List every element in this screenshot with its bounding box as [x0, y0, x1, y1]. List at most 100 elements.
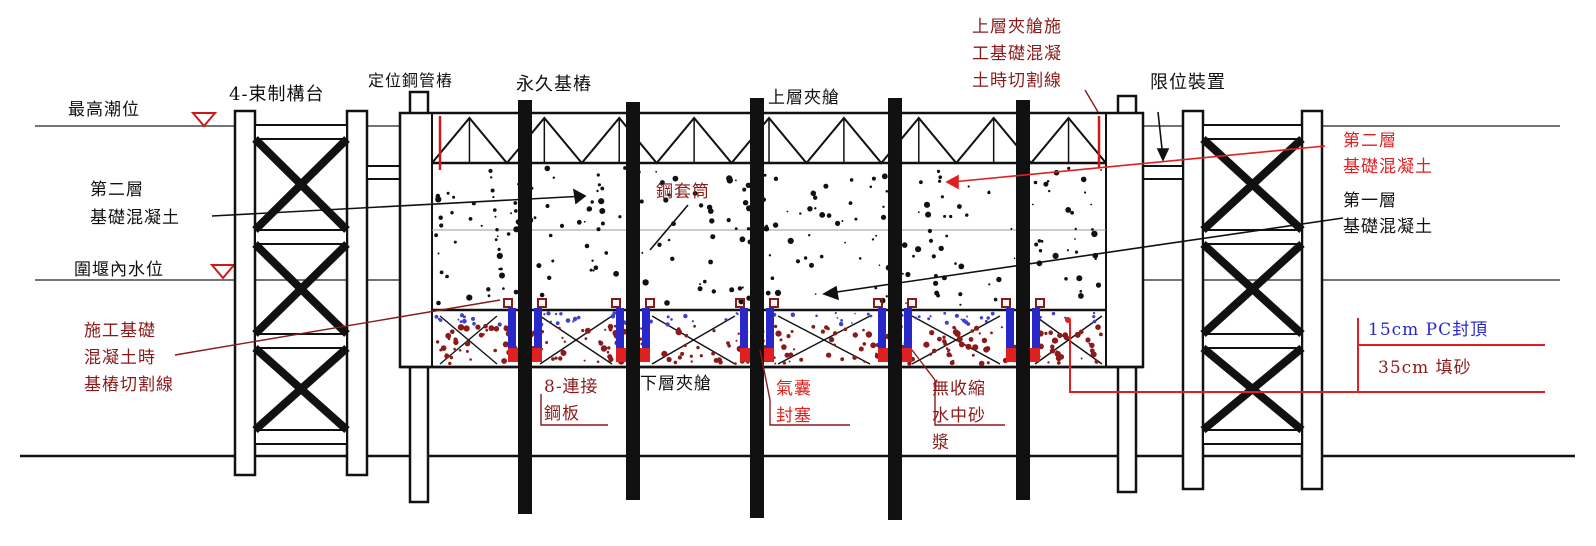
grout-dot	[1092, 311, 1096, 315]
red-leader-lines	[945, 145, 1326, 190]
sand-dot	[583, 359, 586, 362]
sleeve-left	[508, 308, 516, 358]
aggregate-dot	[493, 208, 497, 212]
sand-dot	[661, 350, 668, 357]
grout-dot	[497, 322, 502, 327]
aggregate-dot	[499, 272, 505, 279]
tide-triangle-icon	[190, 112, 218, 128]
aggregate-dot	[940, 195, 945, 199]
grout-dot	[836, 317, 839, 319]
aggregate-dot	[814, 207, 817, 210]
sleeve-right	[642, 308, 650, 358]
grout-dot	[565, 318, 571, 323]
grout-dot	[1092, 315, 1096, 319]
aggregate-dot	[596, 173, 600, 177]
sand-dot	[852, 355, 857, 360]
aggregate-dot	[692, 191, 698, 196]
upper-cut-line-label: 上層夾艙施 工基礎混凝 土時切割線	[972, 14, 1062, 95]
aggregate-dot	[919, 180, 923, 185]
aggregate-dot	[453, 240, 457, 244]
airbag-plug-left	[740, 348, 750, 362]
grout-dot	[986, 316, 990, 320]
layer2-concrete-left-label-1: 第二層	[90, 180, 144, 200]
grout-dot	[665, 322, 670, 327]
aggregate-dot	[496, 252, 503, 259]
connect-plate	[611, 298, 621, 308]
grout-dot	[944, 320, 949, 325]
sleeve-right	[904, 308, 912, 358]
aggregate-dot	[1074, 250, 1079, 254]
sand-dot	[727, 344, 731, 348]
aggregate-dot	[746, 227, 751, 231]
aggregate-dot	[841, 220, 844, 222]
sand-dot	[488, 325, 495, 332]
sand-dot	[690, 360, 693, 363]
aggregate-dot	[927, 228, 933, 234]
aggregate-dot	[497, 247, 501, 251]
aggregate-dot	[552, 176, 555, 179]
grout-dot	[984, 319, 988, 323]
sand-dot	[677, 355, 683, 360]
sand-dot	[469, 358, 472, 361]
sand-dot	[1044, 331, 1048, 335]
aggregate-dot	[949, 214, 953, 219]
sand-dot	[475, 324, 481, 330]
aggregate-dot	[452, 195, 456, 199]
sand-dot	[1056, 361, 1061, 365]
layer2-concrete-left-label: 第二層 基礎混凝土	[90, 176, 180, 232]
aggregate-dot	[938, 245, 944, 252]
grout-dot	[966, 322, 971, 326]
aggregate-dot	[514, 209, 518, 213]
sand-dot	[779, 338, 783, 342]
aggregate-dot	[450, 211, 454, 215]
aggregate-dot	[494, 238, 498, 242]
layer2-concrete-left-label-2: 基礎混凝土	[90, 208, 180, 228]
aggregate-dot	[996, 276, 1002, 283]
limit-device-label: 限位裝置	[1150, 72, 1226, 93]
aggregate-dot	[764, 227, 770, 232]
aggregate-dot	[434, 233, 438, 238]
aggregate-dot	[885, 295, 888, 298]
grout-dot	[724, 318, 728, 322]
sand-dot	[493, 326, 500, 332]
aggregate-dot	[596, 189, 599, 193]
aggregate-dot	[510, 212, 513, 215]
aggregate-dot	[1052, 252, 1059, 259]
sand-dot	[584, 337, 588, 340]
aggregate-dot	[741, 286, 744, 289]
airbag-plug-right	[1030, 348, 1040, 362]
airbag-plug-left	[878, 348, 888, 362]
aggregate-dot	[807, 206, 813, 212]
grout-dot	[966, 315, 969, 318]
aggregate-dot	[858, 257, 862, 260]
aggregate-dot	[1040, 239, 1044, 243]
aggregate-dot	[539, 292, 545, 298]
sand-dot	[684, 333, 689, 338]
aggregate-dot	[435, 196, 442, 203]
aggregate-dot	[737, 286, 743, 291]
permanent-pile	[750, 98, 764, 518]
aggregate-dot	[958, 263, 965, 270]
aggregate-dot	[813, 195, 818, 200]
connect-plate	[907, 298, 917, 308]
concrete-aggregate	[434, 165, 1102, 306]
sand-dot	[554, 356, 558, 360]
aggregate-dot	[670, 256, 675, 261]
aggregate-dot	[490, 176, 493, 179]
aggregate-dot	[513, 289, 519, 295]
aggregate-dot	[905, 302, 907, 304]
grout-dot	[914, 316, 918, 320]
sand-dot	[501, 358, 507, 364]
aggregate-dot	[664, 300, 670, 306]
sand-dot	[689, 354, 693, 358]
aggregate-dot	[494, 215, 497, 218]
sand-dot	[981, 337, 988, 344]
aggregate-dot	[667, 238, 671, 242]
aggregate-dot	[848, 201, 853, 206]
aggregate-dot	[933, 280, 939, 286]
sand-dot	[952, 325, 956, 330]
aggregate-dot	[739, 236, 746, 243]
grout-dot	[1092, 319, 1097, 324]
layer2-concrete-right-label-2: 基礎混凝土	[1343, 157, 1433, 177]
